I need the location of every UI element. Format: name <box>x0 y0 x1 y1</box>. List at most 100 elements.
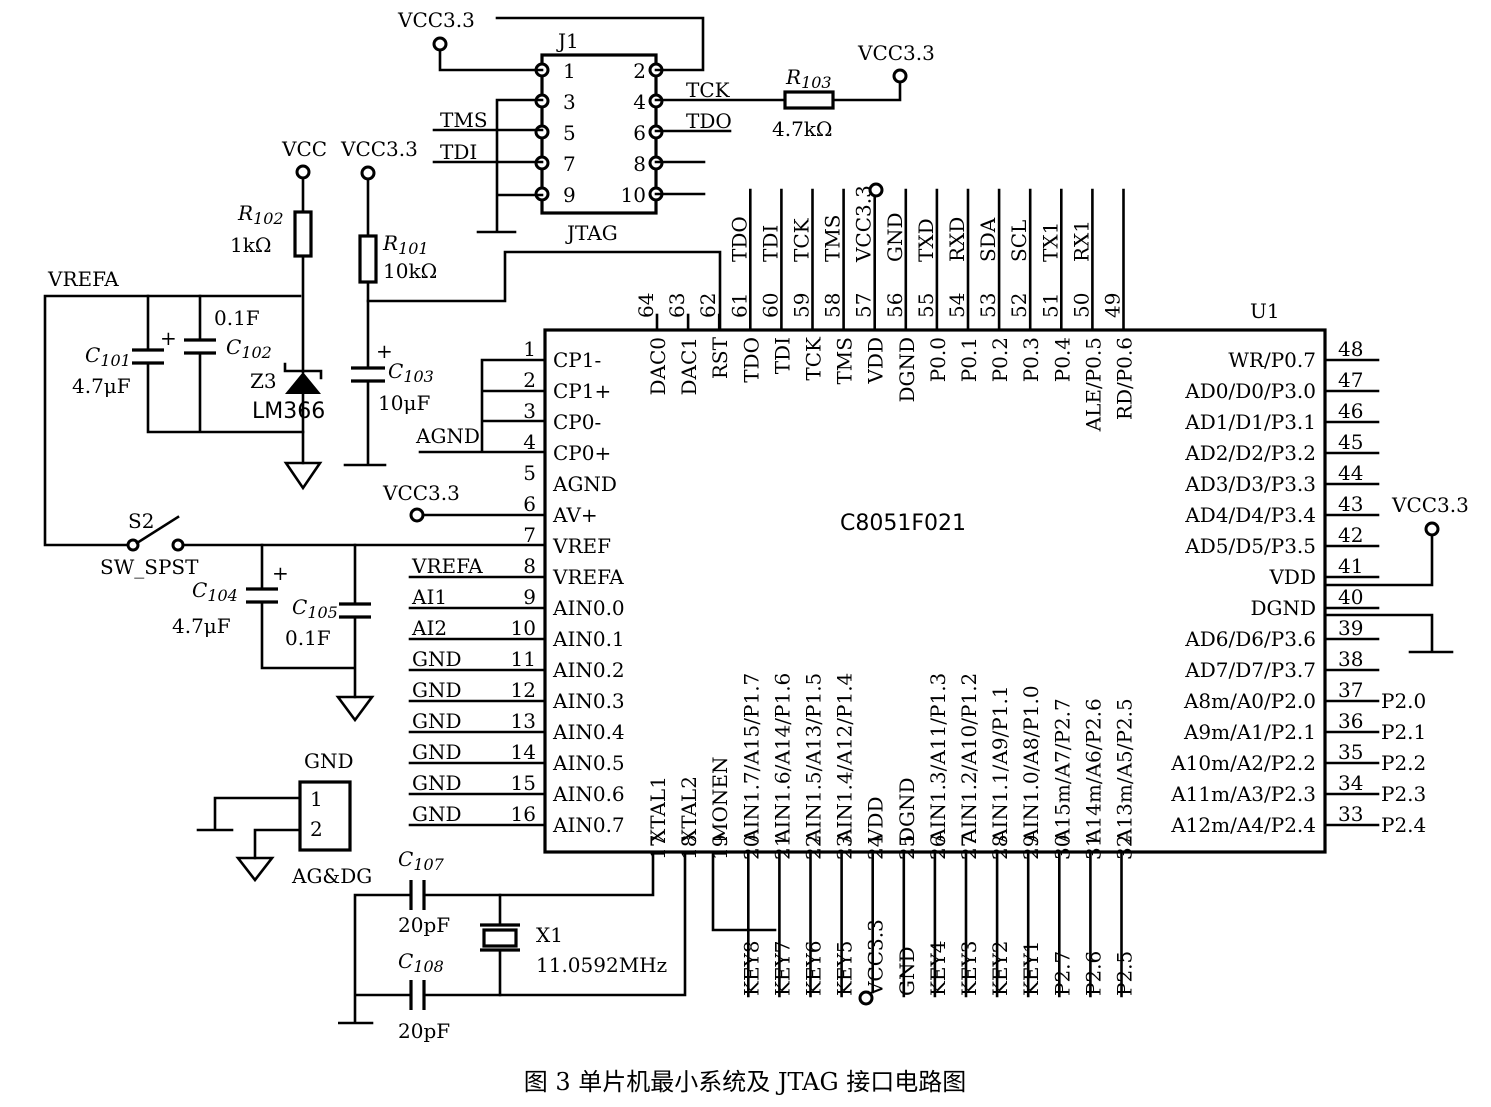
c108-value: 20pF <box>398 1019 450 1043</box>
jtag-pin-number: 3 <box>563 90 576 114</box>
pin-label: AIN1.3/A11/P1.3 <box>926 673 950 844</box>
jtag-net-tdo: TDO <box>686 109 732 133</box>
pin-label: A15m/A7/P2.7 <box>1050 698 1074 844</box>
switch-contact <box>126 538 140 552</box>
pin-label: DGND <box>895 777 919 843</box>
monen-wire <box>711 850 777 932</box>
net-label: GND <box>412 678 462 702</box>
pin-label: AD5/D5/P3.5 <box>1184 534 1316 558</box>
vcc-terminal <box>295 164 311 180</box>
pin-number: 56 <box>883 293 907 318</box>
pin-number: 18 <box>677 835 701 860</box>
c102-ref: C102 <box>226 335 272 362</box>
pin-number: 51 <box>1038 293 1062 318</box>
rst-wire <box>366 250 722 332</box>
pin-label: AIN0.2 <box>552 658 625 682</box>
pin-label: RD/P0.6 <box>1113 337 1137 420</box>
c101-ref: C101 <box>85 343 131 370</box>
connector-pin1: 1 <box>310 787 323 811</box>
pin-number: 30 <box>1050 835 1074 860</box>
r102-value: 1kΩ <box>230 233 271 257</box>
zener-type: LM366 <box>252 399 325 424</box>
chip-ref: U1 <box>1250 299 1280 323</box>
net-label: P2.2 <box>1381 751 1426 775</box>
pin-number: 36 <box>1338 709 1363 733</box>
pin-label: VREF <box>552 534 611 558</box>
r103-value: 4.7kΩ <box>772 117 833 141</box>
net-label: VCC3.3 <box>864 919 888 997</box>
vcc-terminal <box>858 990 874 1006</box>
pin-number: 12 <box>511 678 536 702</box>
jtag-pin1-wire <box>438 42 544 72</box>
pin-label: XTAL2 <box>677 776 701 843</box>
pin-label: XTAL1 <box>646 776 670 843</box>
pin-label: P0.2 <box>988 337 1012 382</box>
pin-number: 44 <box>1338 461 1363 485</box>
pin-number: 61 <box>727 293 751 318</box>
vdd41-wire <box>1323 533 1434 587</box>
net-label: TMS <box>821 214 845 262</box>
crystal-ref: X1 <box>536 923 563 947</box>
pin-label: VDD <box>1268 565 1316 589</box>
pin-number: 5 <box>523 461 536 485</box>
c101-value: 4.7μF <box>72 374 131 398</box>
connector-body <box>298 780 352 852</box>
pin-label: DAC0 <box>646 337 670 396</box>
pin-number: 39 <box>1338 616 1363 640</box>
r102-ref: R102 <box>237 201 284 228</box>
jtag-tms-tdi-wire <box>432 128 544 164</box>
pin-label: A11m/A3/P2.3 <box>1170 782 1316 806</box>
pin-label: VDD <box>864 337 888 385</box>
pin-number: 33 <box>1338 802 1363 826</box>
pin-number: 54 <box>945 293 969 318</box>
net-label: GND <box>883 212 907 262</box>
vcc-label: VCC <box>281 137 327 161</box>
pin-number: 2 <box>523 368 536 392</box>
pin-number: 32 <box>1113 835 1137 860</box>
r101-c103-wire <box>343 177 387 467</box>
net-label: GND <box>412 771 462 795</box>
pin-number: 25 <box>895 835 919 860</box>
vcc-terminal <box>868 182 884 198</box>
vcc3-label-r101: VCC3.3 <box>340 137 418 161</box>
net-label: KEY1 <box>1019 941 1043 996</box>
pin-number: 45 <box>1338 430 1363 454</box>
crystal-section: C107 20pF C108 20pF X1 11.0592MHz <box>338 847 687 1043</box>
pin-label: CP0- <box>553 410 601 434</box>
pin-label: CP1- <box>553 348 601 372</box>
agnd-label: AGND <box>415 424 480 448</box>
net-label: GND <box>412 740 462 764</box>
pin-number: 16 <box>511 802 536 826</box>
connector-pin2: 2 <box>310 817 323 841</box>
net-label: TX1 <box>1038 222 1062 262</box>
pin-number: 37 <box>1338 678 1363 702</box>
jtag-gnd-wire <box>476 98 544 234</box>
c103-plus: + <box>376 339 393 363</box>
pin-number: 10 <box>511 616 536 640</box>
jtag-pin-number: 10 <box>621 183 646 207</box>
net-label: VCC3.3 <box>852 185 876 263</box>
r101-value: 10kΩ <box>383 259 437 283</box>
pin-label: AIN0.1 <box>552 627 625 651</box>
pin-label: VREFA <box>552 565 624 589</box>
pin-number: 60 <box>758 293 782 318</box>
net-label: GND <box>412 802 462 826</box>
crystal-freq: 11.0592MHz <box>536 953 667 977</box>
c107-ref: C107 <box>398 847 445 874</box>
connector-name: AG&DG <box>291 864 372 888</box>
pin-number: 4 <box>523 430 536 454</box>
ground-symbol <box>283 461 323 491</box>
crystal-x1 <box>482 928 518 948</box>
pin-label: AD1/D1/P3.1 <box>1184 410 1316 434</box>
pin-number: 41 <box>1338 554 1363 578</box>
vcc-terminal <box>409 507 425 523</box>
pin-label: CP0+ <box>553 441 611 465</box>
pin-number: 23 <box>833 835 857 860</box>
c105-value: 0.1F <box>285 626 331 650</box>
pin-label: P0.4 <box>1050 337 1074 382</box>
pin-number: 38 <box>1338 647 1363 671</box>
pin-number: 40 <box>1338 585 1363 609</box>
pin-label: MONEN <box>708 757 732 843</box>
pin-number: 3 <box>523 399 536 423</box>
